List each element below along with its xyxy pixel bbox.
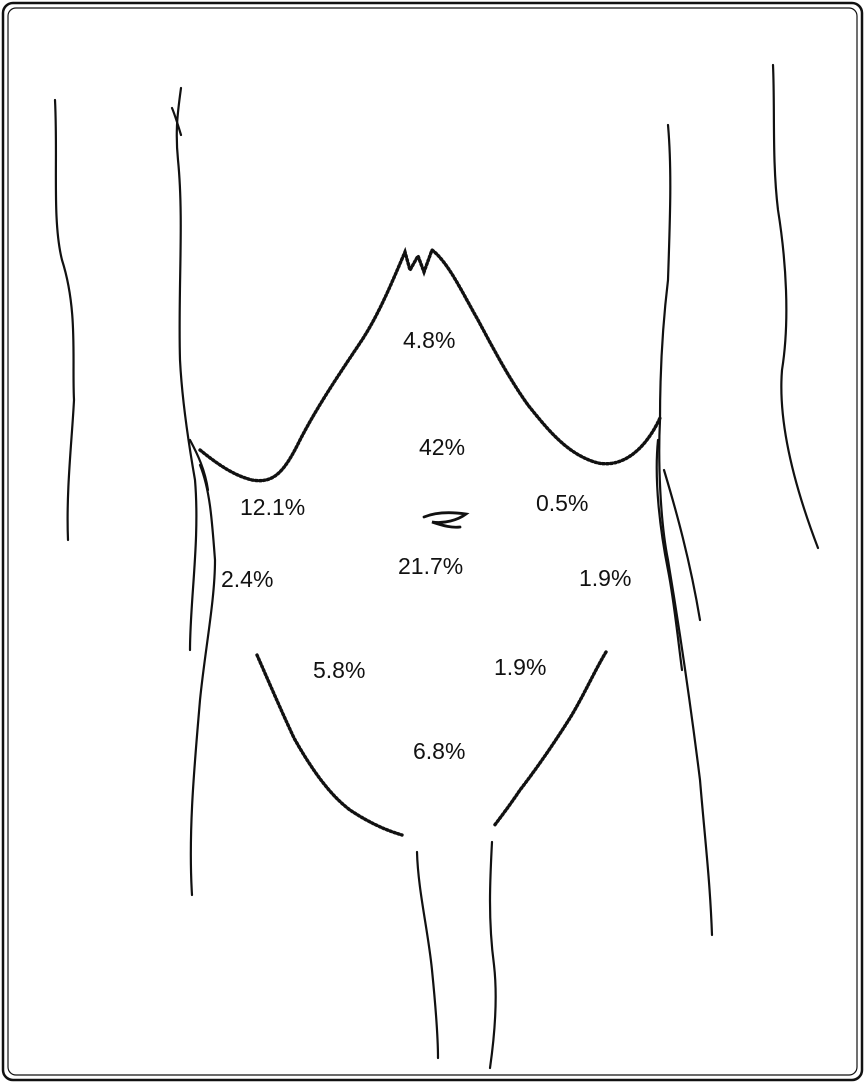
inner-border: [8, 8, 857, 1075]
left-arm-outline: [55, 100, 74, 540]
left-torso-outline: [177, 88, 197, 650]
umbilicus-mark: [424, 513, 466, 528]
region-label-periumbilical: 21.7%: [398, 555, 463, 578]
left-hip-outline: [191, 465, 215, 895]
region-label-epigastric: 4.8%: [403, 329, 455, 352]
region-label-upper-central: 42%: [419, 436, 465, 459]
right-hip-fold: [664, 470, 700, 620]
outer-border: [3, 3, 862, 1080]
region-label-right-flank: 2.4%: [221, 568, 273, 591]
right-arm-outline: [773, 65, 818, 548]
region-label-right-lower: 5.8%: [313, 659, 365, 682]
right-torso-outline: [659, 125, 712, 935]
right-leg-outline: [490, 842, 496, 1068]
region-label-left-upper: 0.5%: [536, 492, 588, 515]
region-label-right-upper: 12.1%: [240, 496, 305, 519]
region-label-left-flank: 1.9%: [579, 567, 631, 590]
region-label-left-lower: 1.9%: [494, 656, 546, 679]
left-leg-outline: [417, 852, 438, 1058]
region-label-suprapubic: 6.8%: [413, 740, 465, 763]
